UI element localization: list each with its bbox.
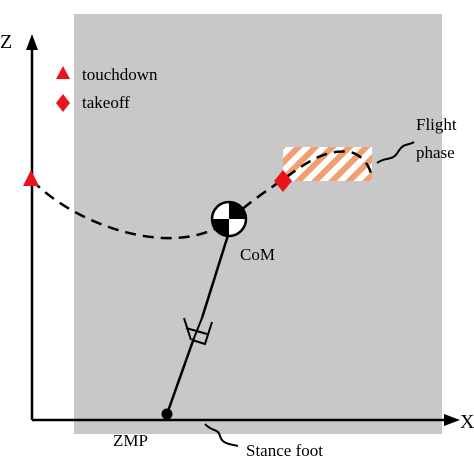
leg-lower [165,337,196,415]
takeoff-legend-icon [56,94,70,112]
background-panel [74,14,442,434]
flight-phase-region [283,147,372,181]
com-trajectory [31,150,374,240]
x-axis-arrowhead [444,414,460,426]
damper-icon [183,317,213,346]
flight-label-line2: phase [416,143,455,162]
touchdown-legend-label: touchdown [82,65,158,84]
stance-foot-label: Stance foot [246,441,323,460]
zmp-label: ZMP [113,431,148,450]
z-axis-arrowhead [26,34,38,50]
stance-foot-callout [204,423,239,447]
takeoff-legend-label: takeoff [82,93,130,112]
flight-phase-callout [376,141,415,164]
zmp-point [161,408,173,420]
z-axis-label: Z [0,31,12,53]
leg-upper [200,231,231,319]
x-axis-label: X [460,411,474,433]
flight-label-line1: Flight [416,115,457,134]
touchdown-legend-icon [56,66,70,79]
com-label: CoM [240,245,275,264]
com-symbol-icon [210,200,248,238]
takeoff-marker [274,170,292,192]
touchdown-marker [23,170,39,186]
